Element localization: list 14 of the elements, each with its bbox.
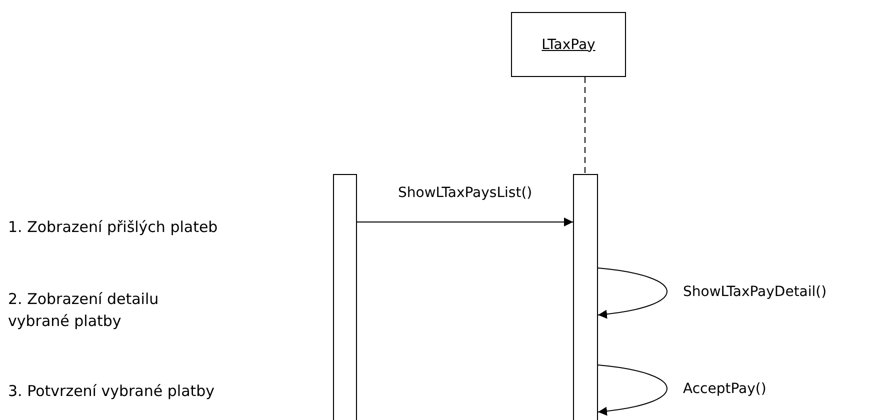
message-label: AcceptPay() bbox=[683, 380, 766, 396]
participant-name: LTaxPay bbox=[542, 36, 596, 52]
activation-bar bbox=[573, 174, 598, 420]
step-note: 2. Zobrazení detailu vybrané platby bbox=[8, 289, 160, 332]
message-label: ShowLTaxPaysList() bbox=[398, 185, 532, 201]
self-message-arrow bbox=[598, 364, 668, 416]
step-note: 3. Potvrzení vybrané platby bbox=[8, 381, 216, 402]
message-label: ShowLTaxPayDetail() bbox=[683, 284, 827, 300]
lifeline-header-box bbox=[511, 12, 626, 77]
activation-bar bbox=[333, 174, 357, 420]
message-arrow bbox=[356, 218, 574, 226]
self-message-arrow bbox=[598, 268, 668, 318]
step-note: 1. Zobrazení přišlých plateb bbox=[8, 217, 219, 238]
lifeline bbox=[584, 76, 586, 174]
